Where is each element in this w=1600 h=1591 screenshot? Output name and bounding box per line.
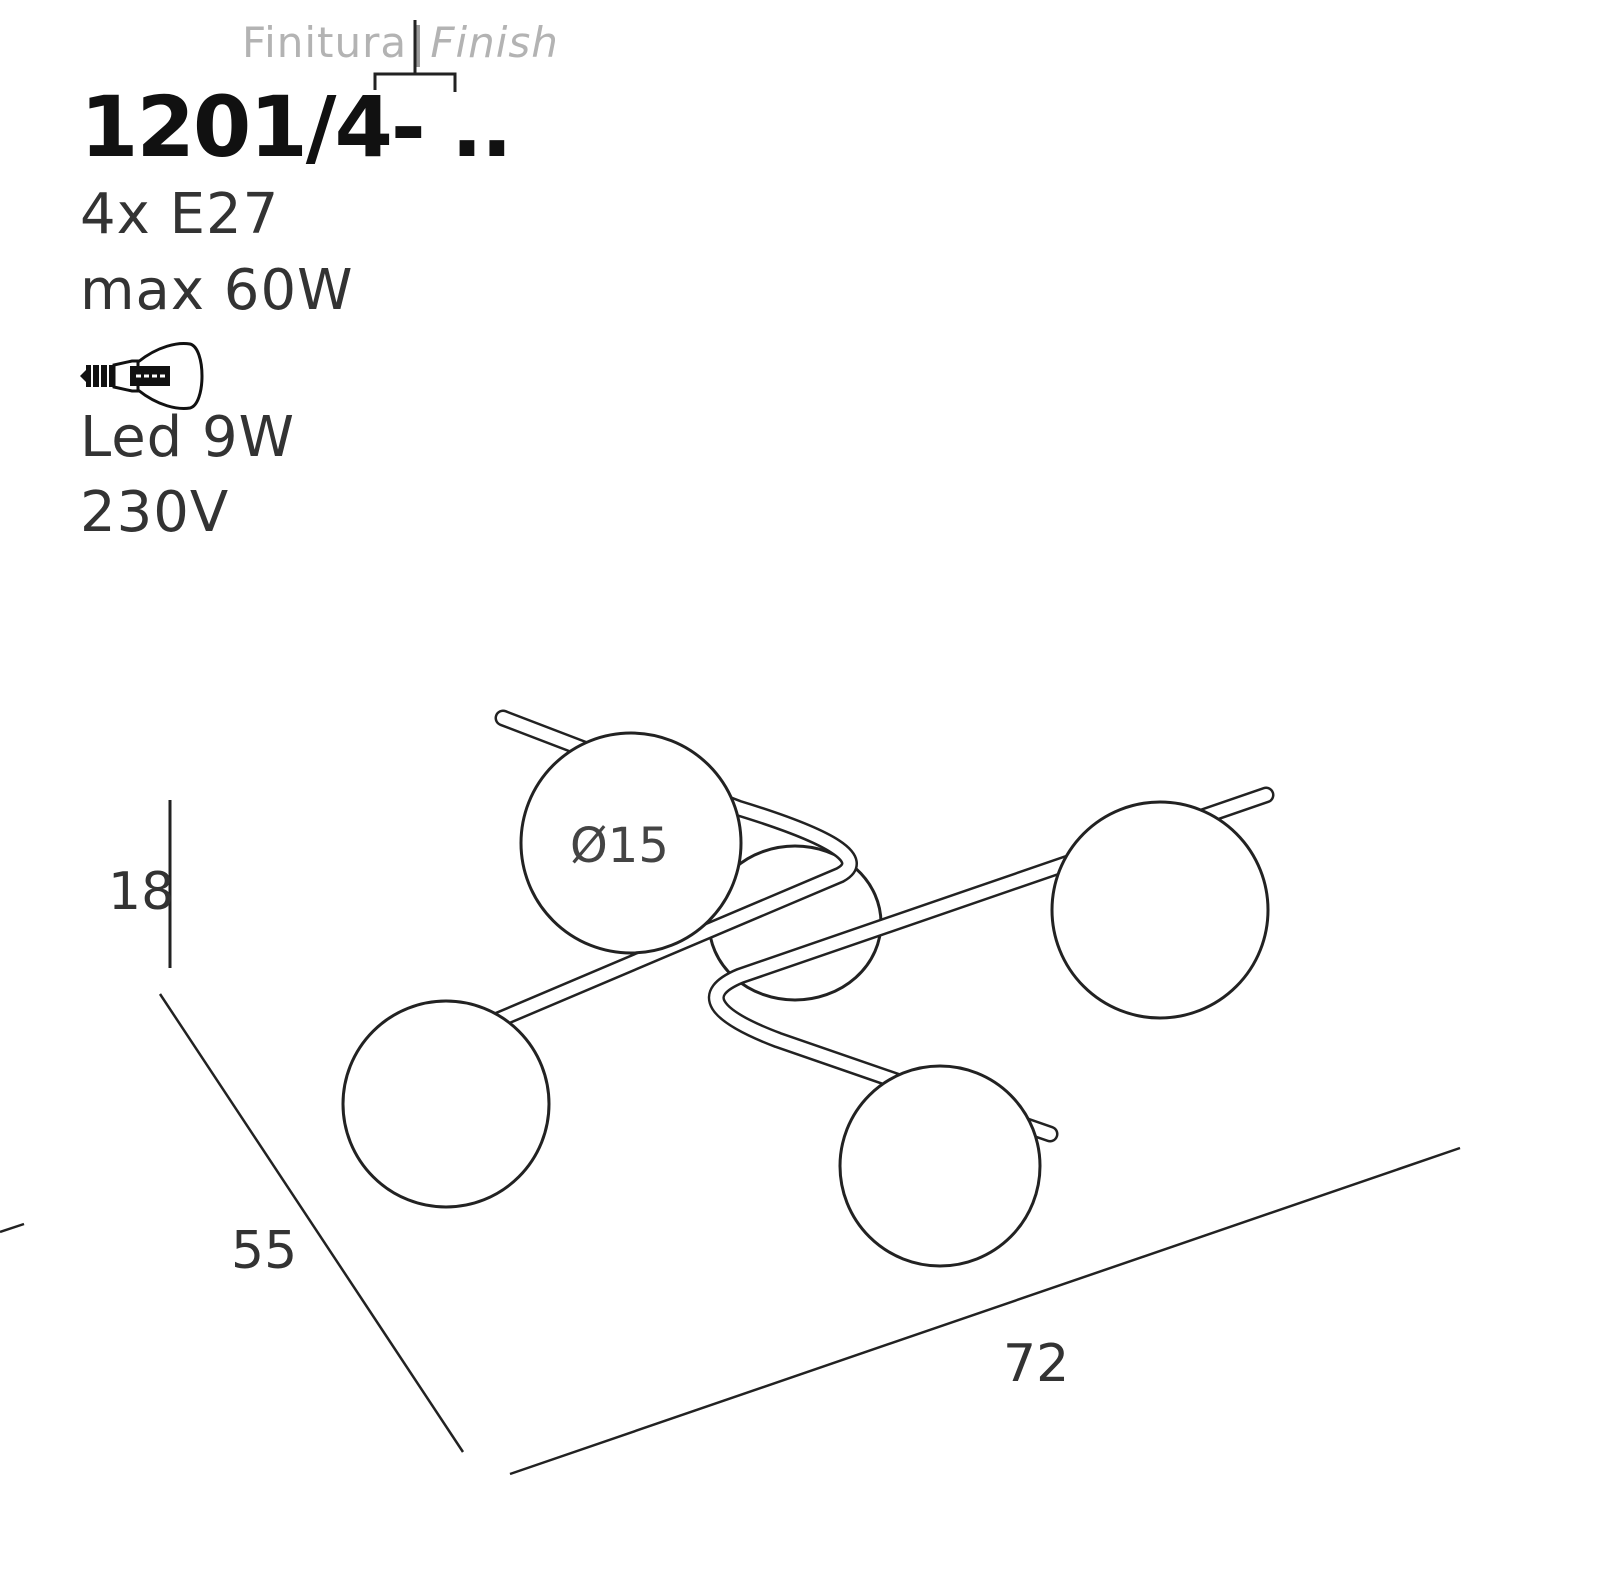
finish-label-it: Finitura [242, 18, 408, 67]
edge-dimension-line [0, 1222, 25, 1234]
model-code: 1201/4- .. [80, 78, 513, 176]
spec-led: Led 9W [80, 405, 296, 470]
spec-bulbs: 4x E27 [80, 182, 280, 247]
finish-label: Finitura|Finish [242, 18, 559, 67]
globe-front [838, 1064, 1042, 1268]
led-bulb-icon [80, 342, 204, 410]
spec-max-power: max 60W [80, 258, 354, 323]
finish-label-en: Finish [430, 18, 559, 67]
globe-back-left [519, 731, 743, 955]
height-dimension-label: 18 [108, 862, 174, 922]
globe-front-left [341, 999, 551, 1209]
globe-diameter-label: Ø15 [570, 818, 669, 874]
depth-dimension-line [158, 993, 465, 1453]
finish-bracket [373, 20, 457, 92]
width-dimension-line [509, 1146, 1461, 1476]
depth-dimension-label: 55 [231, 1221, 297, 1281]
spec-voltage: 230V [80, 480, 230, 545]
width-dimension-label: 72 [1003, 1334, 1069, 1394]
globe-right [1050, 800, 1270, 1020]
